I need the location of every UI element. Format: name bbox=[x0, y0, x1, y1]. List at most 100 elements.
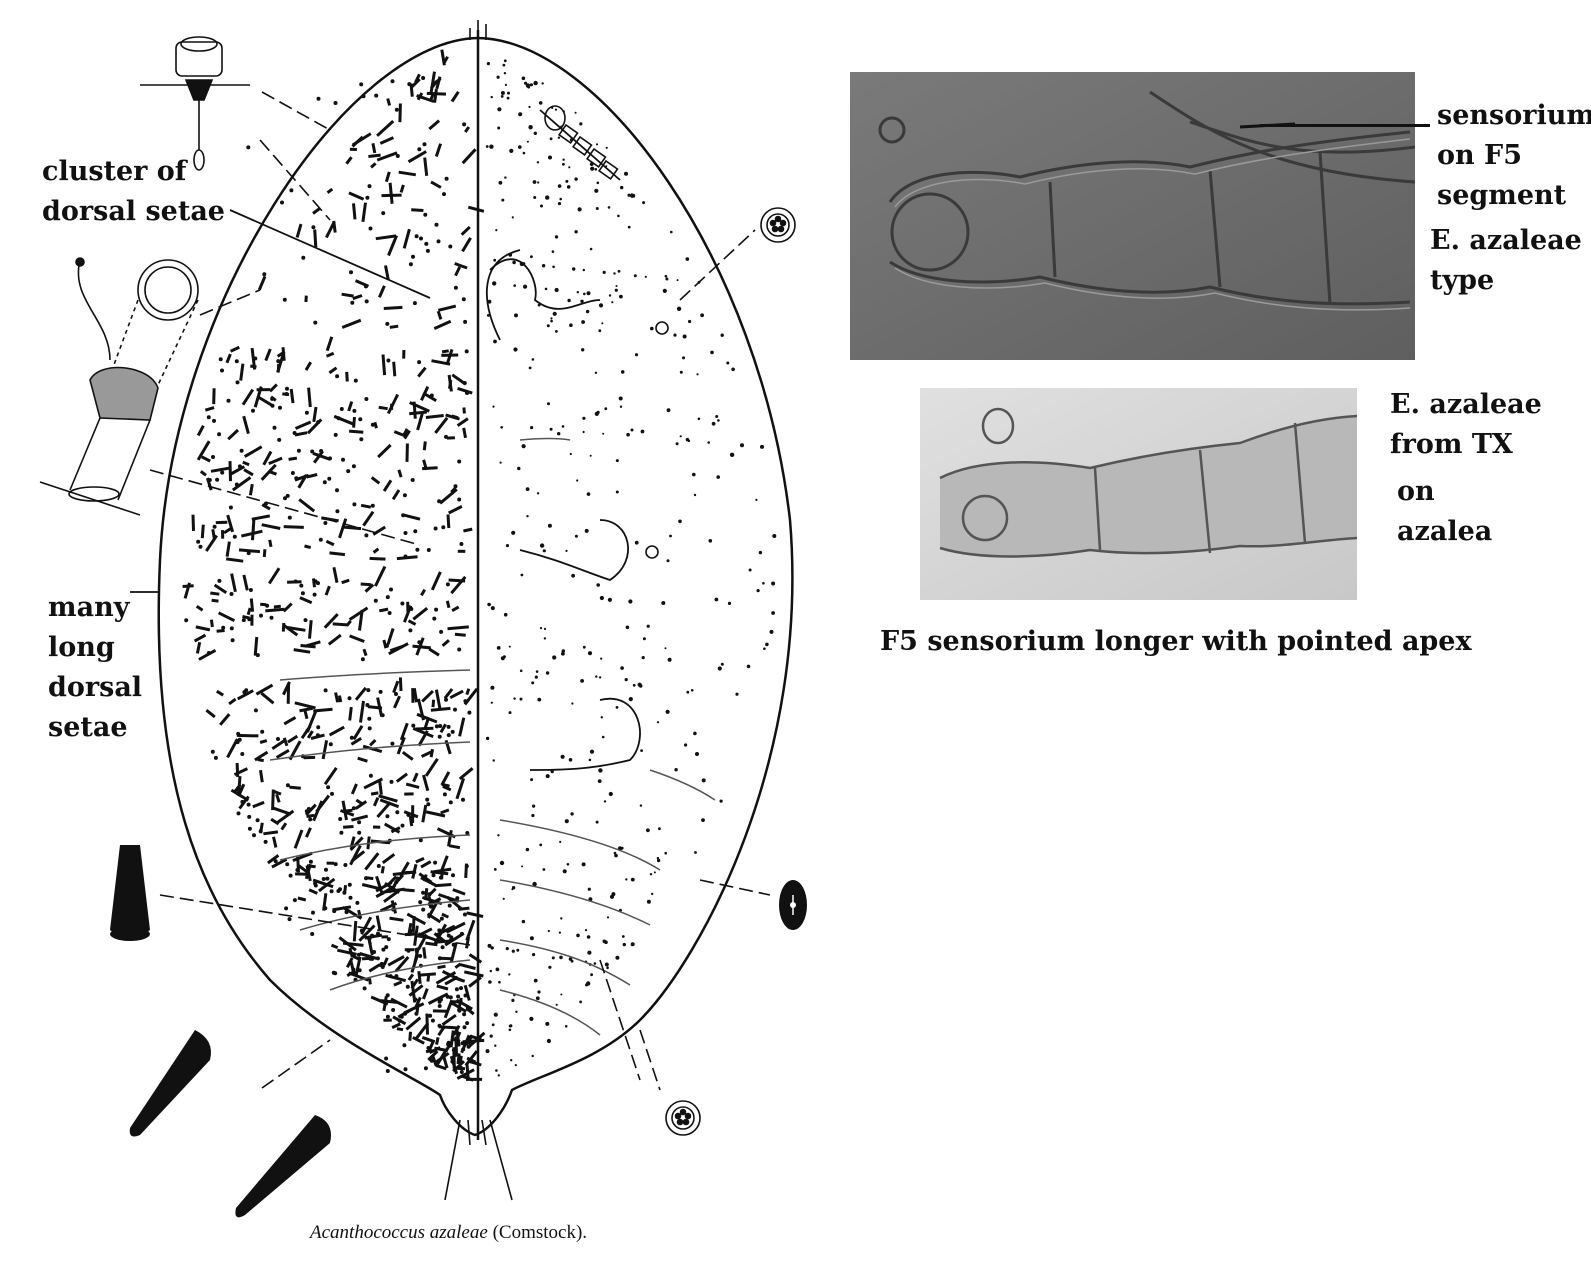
dorsal-pore bbox=[460, 1070, 464, 1074]
dorsal-seta bbox=[330, 553, 345, 555]
dorsal-pore bbox=[336, 889, 340, 893]
ventral-pore bbox=[569, 758, 573, 762]
dorsal-pore bbox=[249, 588, 253, 592]
ventral-pore bbox=[626, 433, 630, 437]
ventral-pore bbox=[527, 141, 529, 143]
dorsal-seta bbox=[356, 688, 366, 700]
ventral-pore bbox=[650, 873, 652, 875]
ventral-pore bbox=[556, 1004, 558, 1006]
dorsal-pore bbox=[413, 529, 417, 533]
dorsal-pore bbox=[445, 177, 449, 181]
ventral-pore bbox=[676, 442, 679, 445]
dorsal-seta bbox=[374, 798, 378, 806]
dorsal-seta bbox=[468, 207, 484, 211]
dorsal-pore bbox=[421, 908, 425, 912]
ventral-pore bbox=[712, 422, 716, 426]
ventral-pore bbox=[646, 828, 650, 832]
dorsal-seta bbox=[450, 691, 463, 698]
dorsal-pore bbox=[465, 349, 469, 353]
dorsal-seta bbox=[244, 470, 253, 475]
multilocular-pore-upper bbox=[761, 208, 795, 242]
dorsal-seta bbox=[309, 890, 317, 894]
ventral-pore bbox=[590, 750, 594, 754]
dorsal-seta bbox=[442, 772, 449, 785]
ventral-pore bbox=[567, 863, 570, 866]
ventral-pore bbox=[615, 289, 618, 292]
dorsal-seta bbox=[371, 793, 378, 794]
dorsal-pore bbox=[389, 974, 393, 978]
dorsal-seta bbox=[449, 375, 451, 391]
ventral-pore bbox=[600, 658, 602, 660]
dorsal-pore bbox=[339, 831, 343, 835]
dorsal-seta bbox=[404, 229, 409, 248]
dorsal-pore bbox=[364, 876, 368, 880]
ventral-pore bbox=[512, 261, 516, 265]
dorsal-pore bbox=[448, 245, 452, 249]
dorsal-pore bbox=[230, 626, 234, 630]
ventral-pore bbox=[532, 805, 535, 808]
dorsal-seta bbox=[379, 609, 388, 611]
dorsal-seta bbox=[232, 574, 236, 592]
dorsal-seta bbox=[307, 866, 316, 867]
dorsal-seta bbox=[443, 640, 449, 646]
dorsal-pore bbox=[259, 614, 263, 618]
dorsal-pore bbox=[264, 840, 268, 844]
dorsal-pore bbox=[461, 798, 465, 802]
ventral-pore bbox=[520, 670, 523, 673]
dorsal-pore bbox=[360, 929, 364, 933]
dorsal-seta bbox=[354, 921, 356, 941]
dorsal-seta bbox=[375, 567, 385, 587]
dorsal-seta bbox=[435, 885, 452, 886]
dorsal-seta bbox=[309, 388, 311, 407]
dorsal-seta bbox=[427, 1014, 428, 1035]
dorsal-pore bbox=[227, 399, 231, 403]
dorsal-pore bbox=[260, 730, 264, 734]
ventral-pore bbox=[640, 804, 642, 806]
dorsal-seta bbox=[411, 210, 423, 211]
ventral-pore bbox=[539, 844, 542, 847]
dorsal-pore bbox=[421, 891, 425, 895]
ventral-pore bbox=[667, 559, 670, 562]
dorsal-seta bbox=[399, 172, 416, 175]
dorsal-seta bbox=[269, 458, 282, 464]
dorsal-pore bbox=[359, 437, 363, 441]
dorsal-pore bbox=[215, 478, 219, 482]
f5-sensorium-caption: F5 sensorium longer with pointed apex bbox=[880, 622, 1472, 662]
dorsal-pore bbox=[457, 498, 461, 502]
ventral-pore bbox=[491, 702, 493, 704]
ventral-pore bbox=[643, 637, 646, 640]
dorsal-seta bbox=[413, 916, 414, 932]
dorsal-seta bbox=[418, 412, 423, 430]
dorsal-pore bbox=[401, 824, 405, 828]
dorsal-pore bbox=[446, 1042, 450, 1046]
ventral-pore bbox=[628, 599, 632, 603]
ventral-pore bbox=[695, 752, 699, 756]
ventral-pore bbox=[717, 419, 720, 422]
dorsal-seta bbox=[465, 985, 469, 1000]
ventral-pore bbox=[575, 112, 577, 114]
dorsal-pore bbox=[400, 602, 404, 606]
ventral-pore bbox=[709, 539, 713, 543]
ventral-pore bbox=[555, 109, 557, 111]
ventral-pore bbox=[622, 935, 625, 938]
ventral-pore bbox=[587, 291, 591, 295]
dorsal-seta bbox=[421, 862, 431, 868]
dorsal-pore bbox=[418, 900, 422, 904]
ventral-pore bbox=[587, 935, 591, 939]
ventral-pore bbox=[528, 106, 530, 108]
ventral-pore bbox=[529, 1017, 533, 1021]
dorsal-pore bbox=[376, 932, 380, 936]
ventral-pore bbox=[520, 698, 523, 701]
dorsal-pore bbox=[381, 211, 385, 215]
label-many-line4: setae bbox=[48, 708, 128, 748]
dorsal-pore bbox=[242, 618, 246, 622]
dorsal-pore bbox=[433, 861, 437, 865]
dorsal-pore bbox=[467, 711, 471, 715]
dorsal-pore bbox=[368, 957, 372, 961]
dorsal-pore bbox=[390, 742, 394, 746]
ventral-pore bbox=[565, 819, 569, 823]
dorsal-seta bbox=[404, 890, 415, 891]
dorsal-seta bbox=[284, 604, 292, 612]
ventral-pore bbox=[574, 230, 577, 233]
ventral-pore bbox=[523, 285, 527, 289]
